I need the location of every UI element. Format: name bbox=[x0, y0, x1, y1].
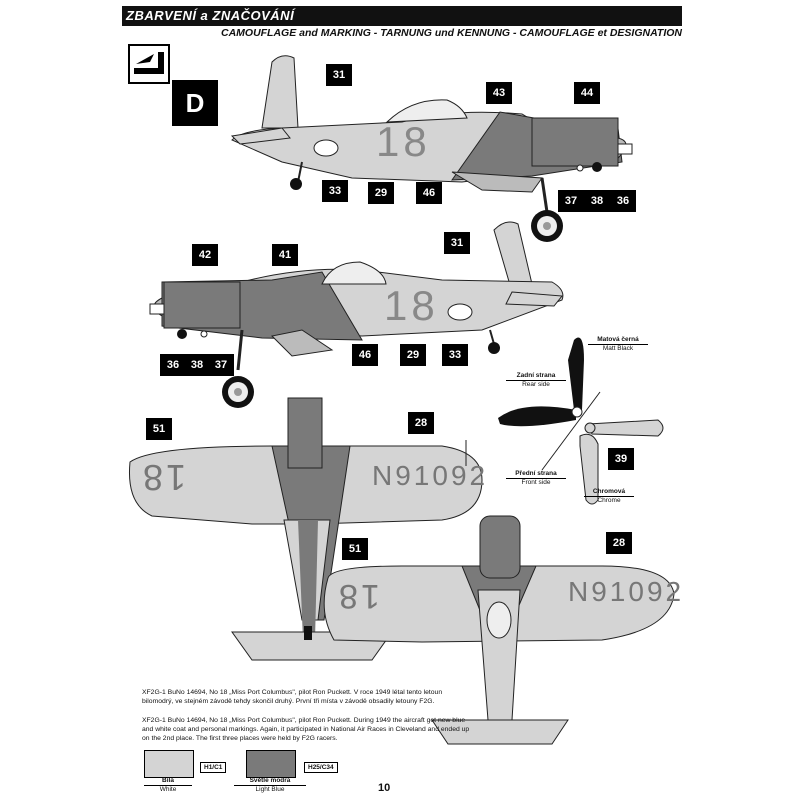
page-subtitle: CAMOUFLAGE and MARKING - TARNUNG und KEN… bbox=[220, 27, 682, 39]
callout-44: 44 bbox=[574, 82, 600, 104]
callout-29-a: 29 bbox=[368, 182, 394, 204]
white-code: H1/C1 bbox=[200, 762, 227, 773]
callout-33-a: 33 bbox=[322, 180, 348, 202]
rear-side-label: Zadní strana Rear side bbox=[506, 372, 566, 389]
matt-black-en: Matt Black bbox=[588, 344, 648, 353]
white-en: White bbox=[144, 785, 192, 794]
race-number-top: 18 bbox=[140, 457, 187, 498]
race-number-bottom: 18 bbox=[336, 577, 380, 615]
callout-33-b: 33 bbox=[442, 344, 468, 366]
matt-black-label: Matová černá Matt Black bbox=[588, 336, 648, 353]
callout-39: 39 bbox=[608, 448, 634, 470]
callout-42: 42 bbox=[192, 244, 218, 266]
side-view-right bbox=[230, 55, 633, 242]
light-blue-code: H25/C34 bbox=[304, 762, 338, 773]
callout-37-b: 37 bbox=[208, 354, 234, 376]
callout-46-a: 46 bbox=[416, 182, 442, 204]
callout-31-b: 31 bbox=[444, 232, 470, 254]
white-cz: Bílá bbox=[162, 777, 174, 784]
variant-badge: D bbox=[172, 80, 218, 126]
callout-36-b: 36 bbox=[160, 354, 186, 376]
page-title: ZBARVENÍ a ZNAČOVÁNÍ bbox=[122, 6, 682, 26]
callout-46-b: 46 bbox=[352, 344, 378, 366]
rear-side-en: Rear side bbox=[506, 380, 566, 389]
callout-28-a: 28 bbox=[408, 412, 434, 434]
callout-38-b: 38 bbox=[184, 354, 210, 376]
rear-side-cz: Zadní strana bbox=[516, 372, 556, 379]
registration-bottom: N91092 bbox=[568, 576, 685, 607]
callout-51-a: 51 bbox=[146, 418, 172, 440]
description-czech: XF2G-1 BuNo 14694, No 18 „Miss Port Colu… bbox=[142, 689, 443, 705]
callout-41: 41 bbox=[272, 244, 298, 266]
white-swatch bbox=[144, 750, 194, 778]
aircraft-drawing bbox=[128, 55, 675, 745]
light-blue-label: Světle modrá Light Blue bbox=[234, 777, 306, 794]
chrome-label: Chromová Chrome bbox=[584, 488, 634, 505]
callout-28-b: 28 bbox=[606, 532, 632, 554]
front-side-label: Přední strana Front side bbox=[506, 470, 566, 487]
light-blue-cz: Světle modrá bbox=[249, 777, 291, 784]
light-blue-swatch bbox=[246, 750, 296, 778]
callout-37-a: 37 bbox=[558, 190, 584, 212]
callout-38-a: 38 bbox=[584, 190, 610, 212]
propeller-detail bbox=[498, 337, 664, 505]
side-view-left bbox=[149, 221, 564, 408]
description-english: XF2G-1 BuNo 14694, No 18 „Miss Port Colu… bbox=[142, 717, 470, 742]
matt-black-cz: Matová černá bbox=[597, 336, 639, 343]
race-number-side-2: 18 bbox=[384, 282, 439, 329]
publisher-logo bbox=[128, 44, 170, 84]
white-label: Bílá White bbox=[144, 777, 192, 794]
registration-top: N91092 bbox=[372, 460, 489, 491]
chrome-cz: Chromová bbox=[592, 488, 626, 495]
chrome-en: Chrome bbox=[584, 496, 634, 505]
page-number: 10 bbox=[378, 782, 391, 794]
callout-31-a: 31 bbox=[326, 64, 352, 86]
callout-51-b: 51 bbox=[342, 538, 368, 560]
light-blue-en: Light Blue bbox=[234, 785, 306, 794]
instruction-page: ZBARVENÍ a ZNAČOVÁNÍ CAMOUFLAGE and MARK… bbox=[122, 0, 682, 800]
callout-36-a: 36 bbox=[610, 190, 636, 212]
race-number-side-1: 18 bbox=[376, 118, 431, 165]
top-view bbox=[128, 397, 483, 661]
front-side-cz: Přední strana bbox=[515, 470, 557, 477]
bottom-view bbox=[323, 515, 675, 745]
callout-29-b: 29 bbox=[400, 344, 426, 366]
callout-43: 43 bbox=[486, 82, 512, 104]
front-side-en: Front side bbox=[506, 478, 566, 487]
